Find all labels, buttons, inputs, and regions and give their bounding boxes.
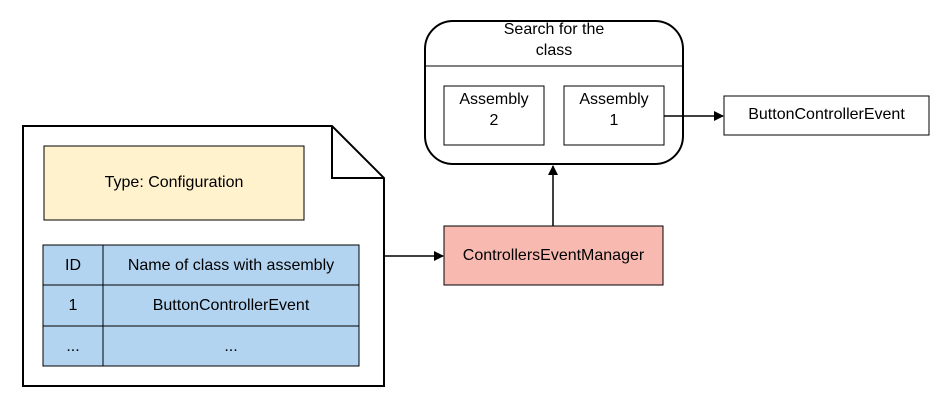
assembly-2-label-line2: 2 — [489, 112, 499, 129]
table-cell-name: ... — [224, 338, 238, 355]
config-type-box — [43, 145, 305, 221]
controllers-event-manager-box — [443, 225, 664, 286]
assembly-1-box — [563, 85, 665, 146]
assembly-2-box — [443, 85, 545, 146]
table-cell-id: 1 — [68, 297, 78, 314]
assembly-1-label-line2: 1 — [609, 112, 619, 129]
table-header-id: ID — [65, 257, 81, 274]
search-title-line1: Search for the — [503, 21, 605, 38]
manager-label: ControllersEventManager — [462, 247, 645, 264]
document-fold — [331, 126, 384, 179]
result-class-label: ButtonControllerEvent — [748, 106, 905, 123]
table-cell-id: ... — [66, 338, 80, 355]
table-cell-name: ButtonControllerEvent — [152, 297, 310, 314]
assembly-2-label-line1: Assembly — [459, 91, 529, 108]
class-table-background — [42, 244, 360, 367]
class-table — [42, 244, 360, 367]
table-header-name: Name of class with assembly — [127, 257, 335, 274]
config-type-label: Type: Configuration — [104, 174, 244, 191]
assembly-1-label-line1: Assembly — [579, 91, 649, 108]
result-class-box — [723, 95, 930, 136]
search-title-line2: class — [535, 42, 573, 59]
